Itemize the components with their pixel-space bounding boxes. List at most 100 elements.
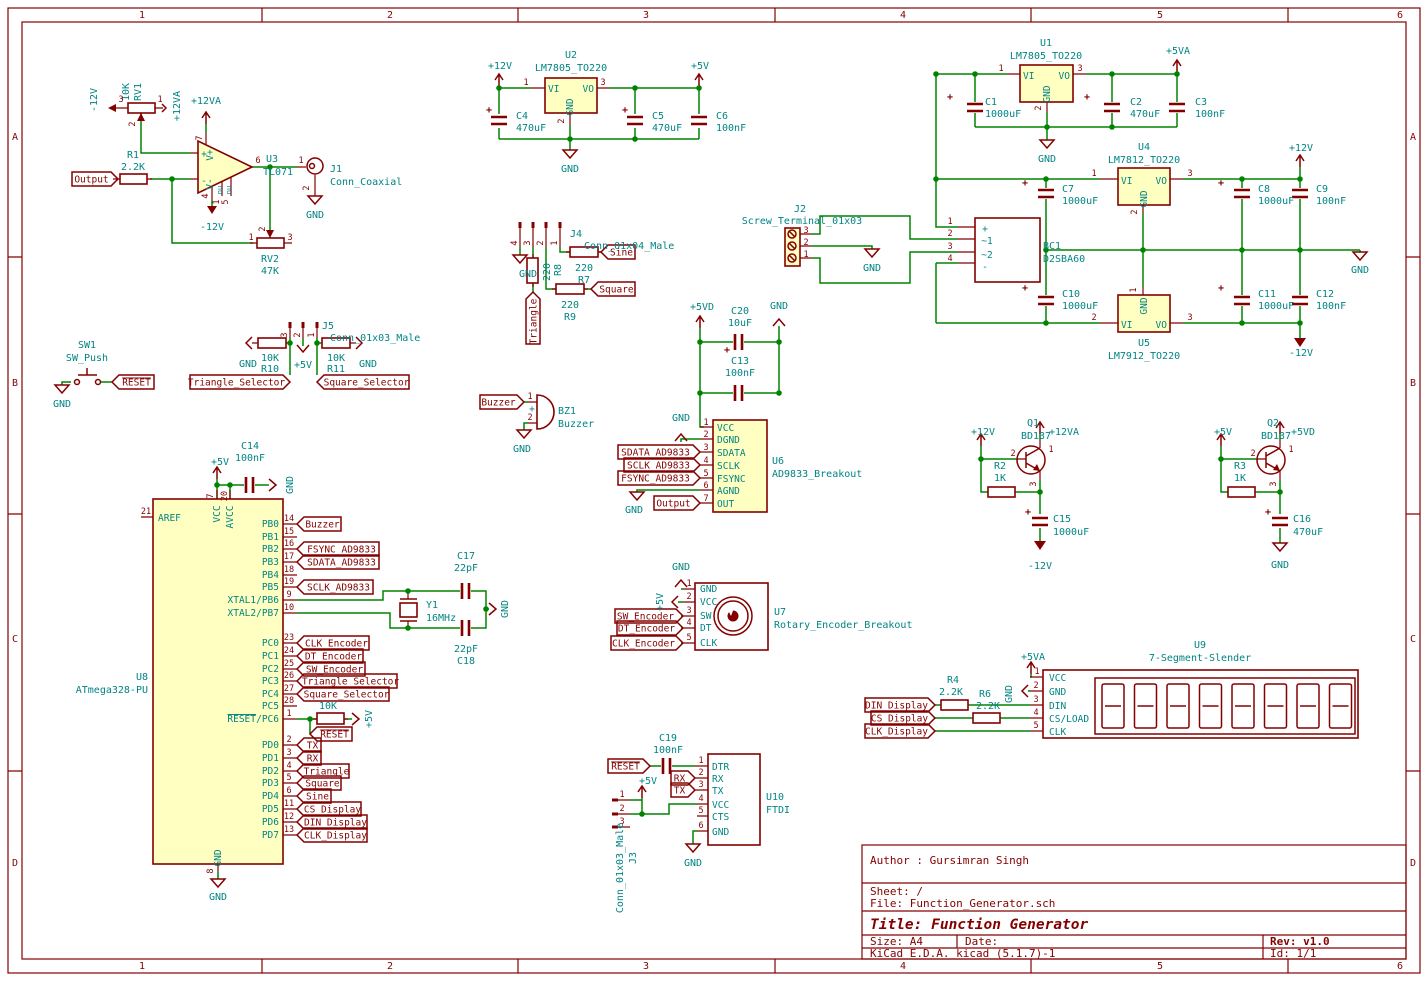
BC1-bridge-rectifier[interactable]: [974, 217, 1041, 283]
net-label-reset[interactable]: RESET: [110, 374, 155, 390]
components-layer[interactable]: [73, 64, 1359, 865]
U6-ad9833[interactable]: [712, 419, 768, 513]
net-label-square-selector[interactable]: Square_Selector: [295, 686, 390, 702]
text-10k: 10K: [327, 353, 345, 364]
net-label-sclk-ad9833[interactable]: SCLK_AD9833: [295, 579, 374, 595]
Q2-transistor[interactable]: [1256, 445, 1286, 475]
R6-resistor[interactable]: [972, 712, 1001, 724]
net-label-clk-encoder[interactable]: CLK_Encoder: [295, 635, 370, 651]
net-label-square-selector[interactable]: Square_Selector: [315, 374, 410, 390]
SW1-contact-b[interactable]: [94, 378, 102, 386]
text-1: 1: [947, 217, 952, 227]
net-label-clk-display[interactable]: CLK_Display: [864, 723, 937, 739]
text-c2: C2: [1130, 97, 1142, 108]
net-label-outline: [295, 814, 368, 830]
net-label-fsync-ad9833[interactable]: FSYNC_AD9833: [295, 541, 380, 557]
net-label-dt-encoder[interactable]: DT_Encoder: [616, 620, 685, 636]
net-label-reset[interactable]: RESET: [308, 726, 353, 742]
net-label-fsync-ad9833[interactable]: FSYNC_AD9833: [617, 470, 702, 486]
net-label-din-display[interactable]: DIN_Display: [864, 697, 937, 713]
net-label-tx[interactable]: TX: [670, 782, 697, 798]
R9-resistor[interactable]: [555, 283, 585, 295]
net-label-text: Buzzer: [305, 520, 340, 531]
net-label-dt-encoder[interactable]: DT_Encoder: [295, 648, 364, 664]
net-label-sdata-ad9833[interactable]: SDATA_AD9833: [295, 554, 380, 570]
RV1-pot[interactable]: [127, 102, 156, 114]
net-label-din-display[interactable]: DIN_Display: [295, 814, 368, 830]
R10-resistor[interactable]: [257, 337, 287, 349]
net-label-tx[interactable]: TX: [295, 737, 322, 753]
U10-ftdi[interactable]: [707, 753, 761, 846]
U1-regulator[interactable]: [1019, 64, 1074, 103]
text-2: 2: [947, 229, 952, 239]
net-label-triangle-selector[interactable]: Triangle_Selector: [188, 374, 292, 390]
text-3: 3: [1269, 481, 1279, 486]
net-label-cs-display[interactable]: CS_Display: [295, 801, 362, 817]
text-c11: C11: [1258, 289, 1276, 300]
net-label-sdata-ad9833[interactable]: SDATA_AD9833: [617, 444, 702, 460]
frame-col-2: 2: [387, 10, 393, 21]
text-c18: C18: [457, 656, 475, 667]
U5-regulator[interactable]: [1117, 294, 1171, 333]
frame-row-C: C: [12, 634, 18, 645]
SW1-contact-a[interactable]: [73, 378, 81, 386]
text-3: 3: [947, 242, 952, 252]
text-100nf: 100nF: [235, 453, 265, 464]
net-label-sine[interactable]: Sine: [599, 244, 636, 260]
Q1-emitter-arrow: [1033, 464, 1040, 471]
R2-resistor[interactable]: [987, 486, 1016, 498]
text-c13: C13: [731, 356, 749, 367]
U3-opamp[interactable]: [197, 139, 254, 195]
net-label-buzzer[interactable]: Buzzer: [479, 394, 526, 410]
text-c20: C20: [731, 306, 749, 317]
capacitors[interactable]: [244, 102, 1308, 774]
Q2-emitter-arrow: [1273, 464, 1280, 471]
net-label-output[interactable]: Output: [71, 171, 120, 187]
text-u6: U6: [772, 456, 784, 467]
net-label-sclk-ad9833[interactable]: SCLK_AD9833: [623, 457, 702, 473]
text-rv2: RV2: [261, 254, 279, 265]
U4-regulator[interactable]: [1117, 167, 1171, 206]
text-7-segment-slender: 7-Segment-Slender: [1149, 653, 1251, 664]
tb-rev: Rev: v1.0: [1270, 935, 1330, 948]
net-label-sine[interactable]: Sine: [295, 788, 332, 804]
BZ1-buzzer[interactable]: [536, 394, 555, 430]
text-470uf: 470uF: [1293, 527, 1323, 538]
net-label-clk-encoder[interactable]: CLK_Encoder: [610, 635, 685, 651]
R11-resistor[interactable]: [321, 337, 351, 349]
net-label-triangle[interactable]: Triangle: [525, 290, 541, 345]
text-pb3: PB3: [262, 557, 279, 568]
text-conn-01x03-male: Conn_01x03_Male: [615, 823, 626, 913]
text-reset: RESET: [227, 714, 256, 725]
net-label-triangle-selector[interactable]: Triangle_Selector: [295, 673, 399, 689]
net-label-square[interactable]: Square: [295, 775, 342, 791]
U2-regulator[interactable]: [544, 77, 598, 114]
Y1-crystal[interactable]: [399, 602, 418, 618]
net-label-square[interactable]: Square: [589, 281, 636, 297]
R3-resistor[interactable]: [1227, 486, 1256, 498]
text-1: 1: [1288, 445, 1293, 455]
J1-coaxial[interactable]: [306, 157, 324, 175]
U8-atmega328[interactable]: [152, 498, 284, 865]
R8-resistor[interactable]: [526, 257, 539, 284]
net-label-output[interactable]: Output: [653, 495, 702, 511]
net-label-reset[interactable]: RESET: [607, 758, 652, 774]
R4-resistor[interactable]: [940, 699, 969, 711]
text-c7: C7: [1062, 184, 1074, 195]
R5-resistor[interactable]: [316, 712, 345, 725]
text-pd0: PD0: [262, 740, 279, 751]
R7-resistor[interactable]: [569, 246, 599, 258]
net-label-buzzer[interactable]: Buzzer: [295, 516, 342, 532]
text-1000uf: 1000uF: [1062, 301, 1098, 312]
net-label-text: Output: [74, 175, 108, 186]
Q1-transistor[interactable]: [1016, 445, 1046, 475]
net-label-rx[interactable]: RX: [295, 750, 322, 766]
R1-resistor[interactable]: [119, 173, 148, 185]
net-label-cs-display[interactable]: CS_Display: [870, 710, 937, 726]
text-2-2k: 2.2K: [976, 701, 1000, 712]
net-label-clk-display[interactable]: CLK_Display: [295, 827, 368, 843]
RV2-pot[interactable]: [256, 237, 285, 249]
